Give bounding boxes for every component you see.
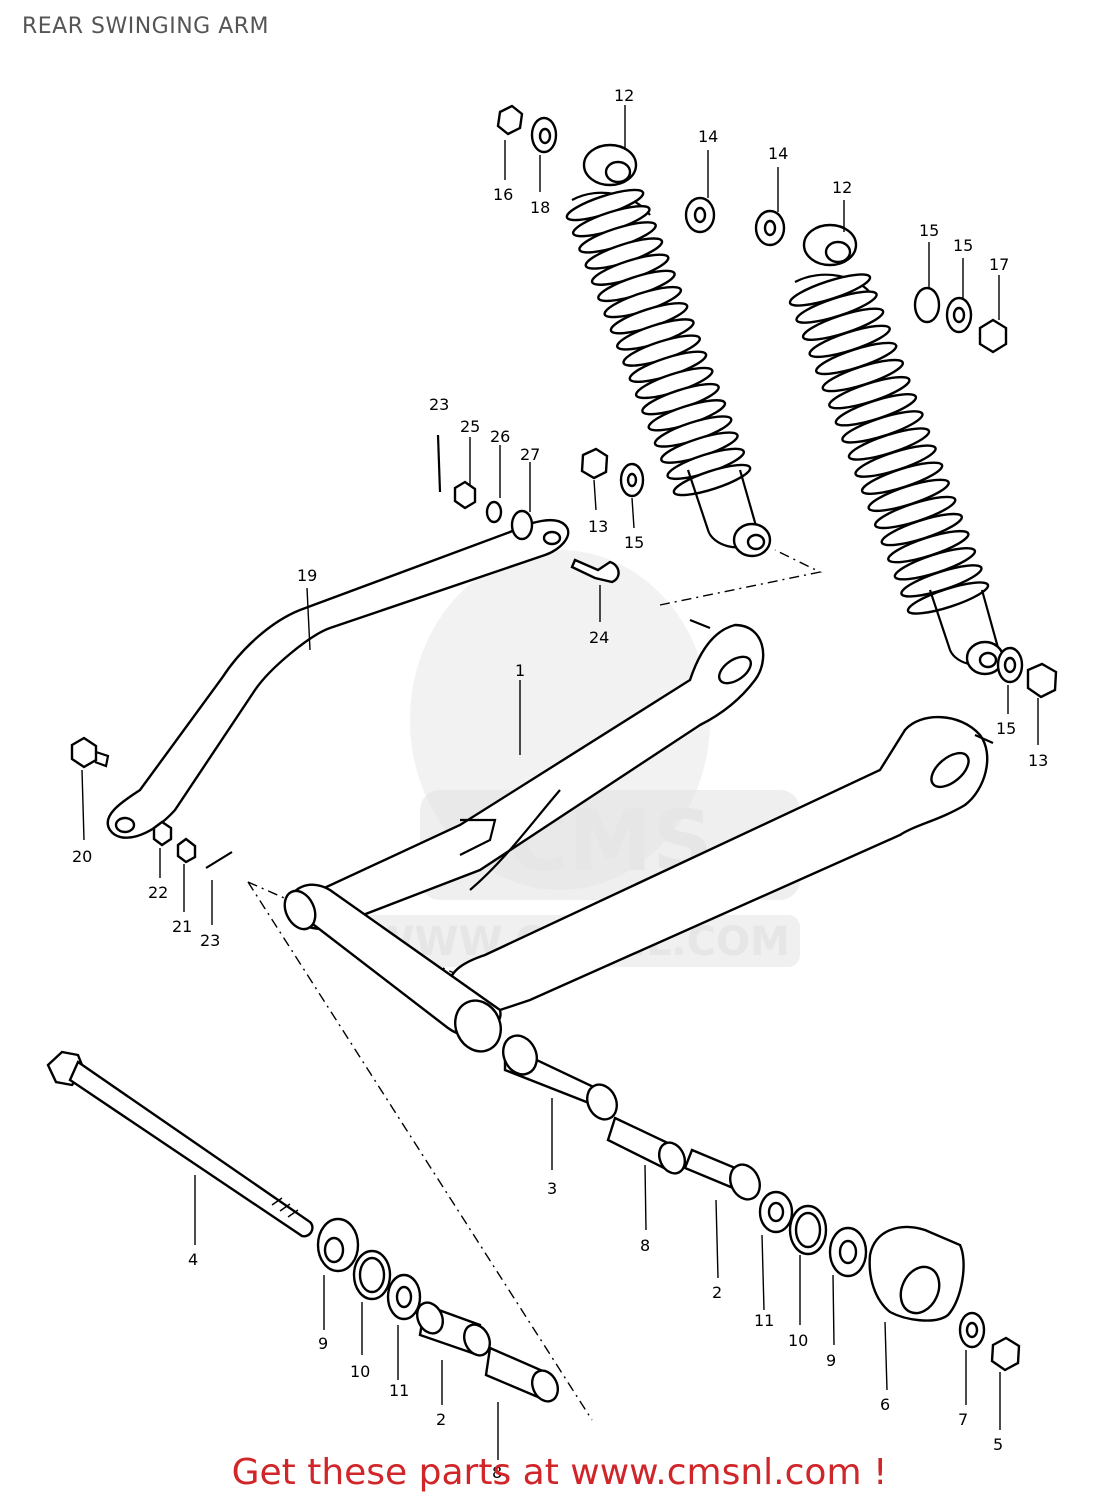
callout-14: 14 <box>698 127 718 146</box>
callout-numbers: 12 14 14 12 15 15 17 16 18 23 25 26 27 1… <box>72 86 1048 1482</box>
callout-4: 4 <box>188 1250 198 1269</box>
pivot-bolt-4 <box>46 1050 314 1238</box>
callout-8: 8 <box>492 1463 502 1482</box>
callout-22: 22 <box>148 883 168 902</box>
callout-18: 18 <box>530 198 550 217</box>
callout-13: 13 <box>588 517 608 536</box>
callout-2: 2 <box>436 1410 446 1429</box>
callout-20: 20 <box>72 847 92 866</box>
callout-15: 15 <box>953 236 973 255</box>
callout-15: 15 <box>624 533 644 552</box>
callout-23: 23 <box>429 395 449 414</box>
callout-26: 26 <box>490 427 510 446</box>
callout-17: 17 <box>989 255 1009 274</box>
callout-11: 11 <box>754 1311 774 1330</box>
callout-19: 19 <box>297 566 317 585</box>
callout-15: 15 <box>996 719 1016 738</box>
callout-14: 14 <box>768 144 788 163</box>
callout-23: 23 <box>200 931 220 950</box>
callout-5: 5 <box>993 1435 1003 1454</box>
callout-11: 11 <box>389 1381 409 1400</box>
callout-24: 24 <box>589 628 609 647</box>
coil-spring-turn <box>906 581 990 615</box>
callout-12: 12 <box>614 86 634 105</box>
rear-shock-absorber-left <box>565 143 772 558</box>
callout-leader-lines <box>81 105 1039 1460</box>
callout-8: 8 <box>640 1236 650 1255</box>
callout-9: 9 <box>318 1334 328 1353</box>
callout-13: 13 <box>1028 751 1048 770</box>
callout-9: 9 <box>826 1351 836 1370</box>
callout-10: 10 <box>350 1362 370 1381</box>
callout-3: 3 <box>547 1179 557 1198</box>
callout-27: 27 <box>520 445 540 464</box>
callout-12: 12 <box>832 178 852 197</box>
page-title: REAR SWINGING ARM <box>22 14 270 39</box>
torque-link-19 <box>70 434 620 869</box>
shock-top-hardware <box>496 104 1058 699</box>
swinging-arm-1 <box>283 618 994 1053</box>
callout-6: 6 <box>880 1395 890 1414</box>
callout-15: 15 <box>919 221 939 240</box>
callout-25: 25 <box>460 417 480 436</box>
rear-shock-absorber-right <box>788 223 1005 676</box>
callout-10: 10 <box>788 1331 808 1350</box>
callout-21: 21 <box>172 917 192 936</box>
pivot-bushings-and-washers <box>316 1034 1021 1403</box>
callout-7: 7 <box>958 1410 968 1429</box>
callout-2: 2 <box>712 1283 722 1302</box>
footer-link-text[interactable]: Get these parts at www.cmsnl.com ! <box>231 1452 888 1493</box>
callout-16: 16 <box>493 185 513 204</box>
callout-1: 1 <box>515 661 525 680</box>
